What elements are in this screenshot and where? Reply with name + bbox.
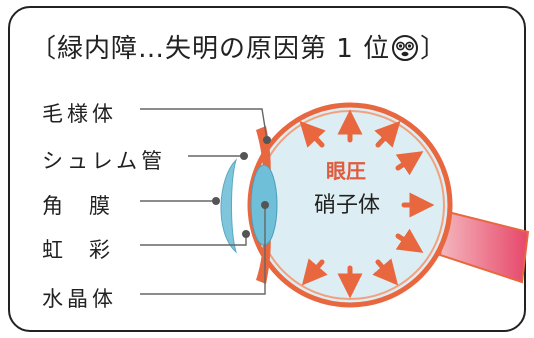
optic-nerve bbox=[438, 210, 530, 284]
pressure-arrow-up-left bbox=[299, 120, 326, 148]
pressure-arrow-upper-right bbox=[395, 151, 424, 176]
label-cornea: 角膜 bbox=[42, 194, 136, 218]
vitreous-label: 硝子体 bbox=[314, 193, 380, 218]
leader-ciliary-body bbox=[140, 108, 268, 141]
title-end: 〕 bbox=[420, 34, 448, 64]
pressure-arrow-lower-right bbox=[395, 228, 424, 253]
pressure-arrow-down-left bbox=[301, 258, 328, 286]
pressure-arrow-up-right bbox=[374, 120, 401, 148]
label-lens: 水晶体 bbox=[42, 287, 117, 311]
cornea-shape bbox=[220, 158, 237, 254]
diagram-title: 〔緑内障…失明の原因第 1 位 〕 bbox=[30, 28, 447, 68]
label-ciliary-body: 毛様体 bbox=[42, 102, 117, 126]
pressure-label: 眼圧 bbox=[326, 159, 366, 183]
worried-face-icon bbox=[392, 35, 419, 68]
leader-dot-iris bbox=[242, 230, 250, 238]
leader-dot-lens bbox=[261, 201, 269, 209]
leader-dot-cornea bbox=[212, 197, 220, 205]
leader-lens bbox=[140, 205, 266, 295]
leader-dot-schlemm bbox=[240, 152, 248, 160]
label-iris: 虹彩 bbox=[42, 238, 136, 262]
label-schlemm-canal: シュレム管 bbox=[42, 149, 167, 173]
pressure-arrow-down-right bbox=[372, 258, 399, 286]
leader-dot-ciliary-body bbox=[263, 136, 271, 144]
title-text: 〔緑内障…失明の原因第 1 位 bbox=[30, 34, 391, 64]
